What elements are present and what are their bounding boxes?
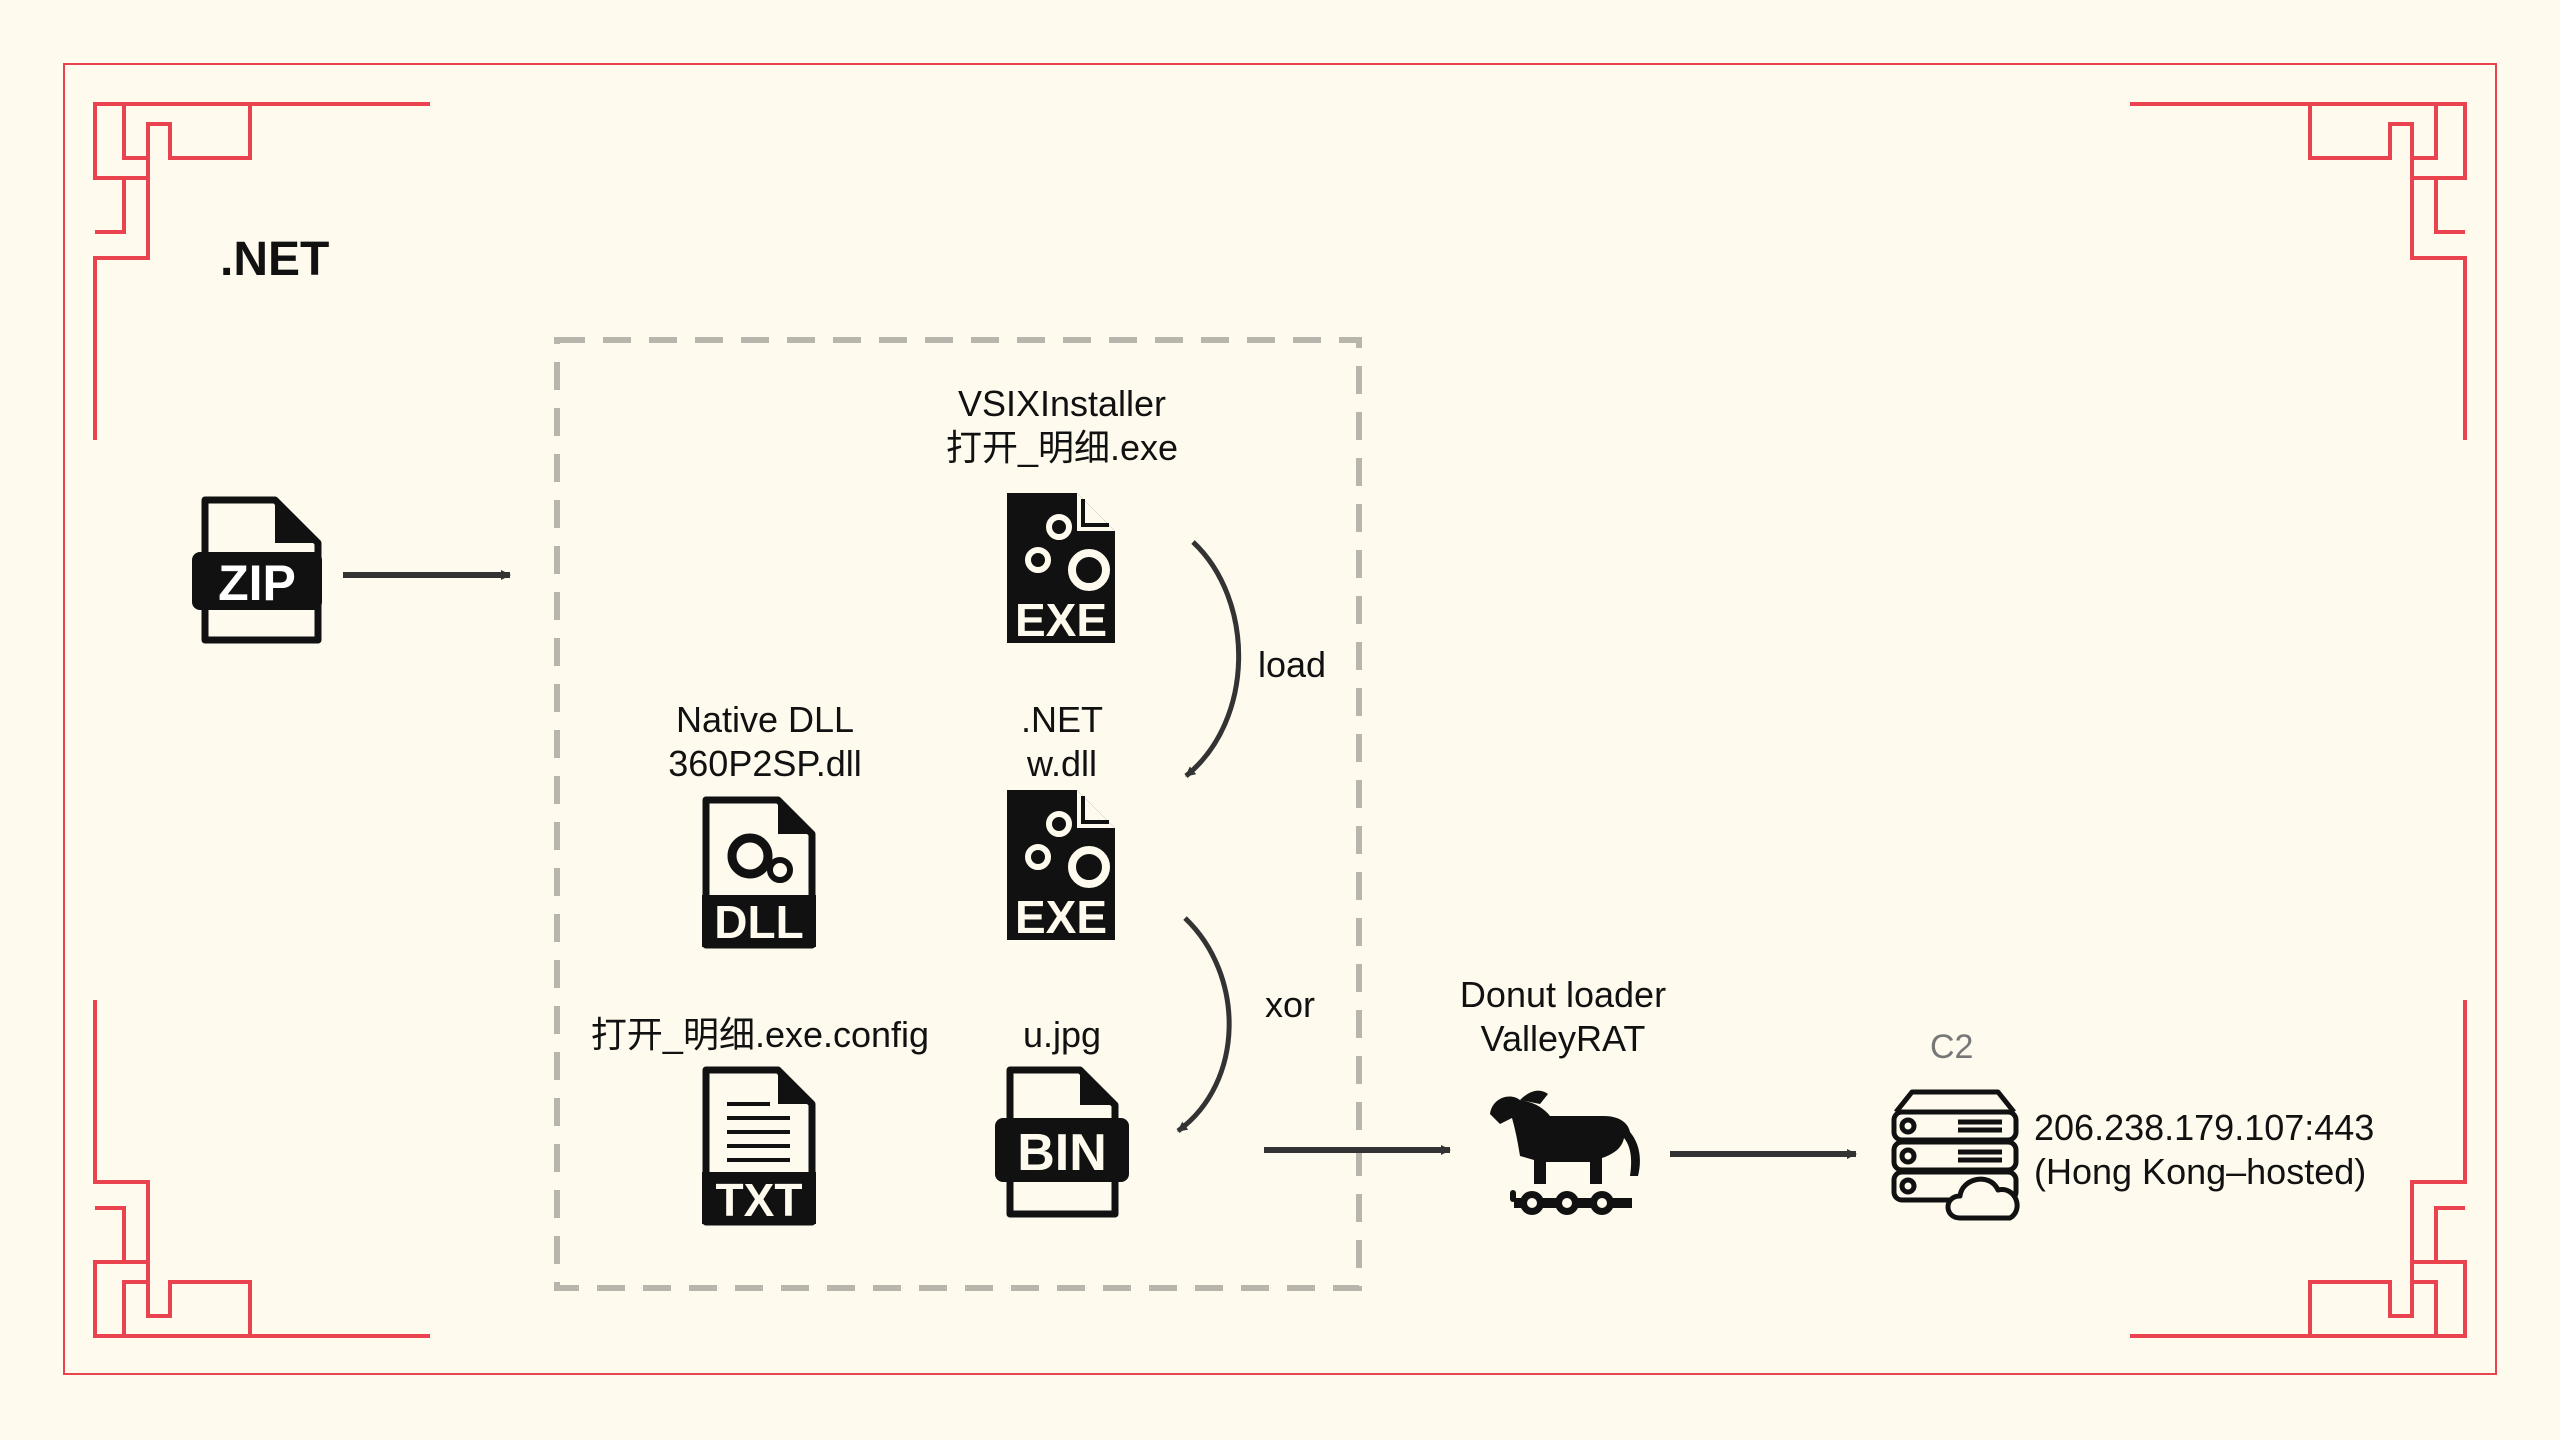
config-label: 打开_明细.exe.config [580, 1013, 940, 1057]
corner-ornament-bottom-right [2130, 1000, 2467, 1338]
zip-badge-text: ZIP [218, 555, 296, 611]
ujpg-label: u.jpg [962, 1013, 1162, 1057]
vsix-badge-text: EXE [1015, 594, 1107, 646]
arrow-xor [1176, 916, 1232, 1134]
edge-label-xor: xor [1265, 984, 1316, 1025]
native-dll-label-line2: 360P2SP.dll [668, 743, 862, 784]
c2-tag: C2 [1930, 1028, 1974, 1066]
vsix-label-line2: 打开_明细.exe [945, 427, 1179, 468]
c2-address-label: 206.238.179.107:443 (Hong Kong–hosted) [2034, 1106, 2374, 1194]
donut-label: Donut loader ValleyRAT [1413, 973, 1713, 1061]
wdll-exe-icon: EXE [1007, 790, 1115, 943]
c2-address-line2: (Hong Kong–hosted) [2034, 1151, 2367, 1192]
outer-frame [63, 63, 2497, 1375]
donut-label-line2: ValleyRAT [1480, 1018, 1646, 1059]
corner-ornament-bottom-left [93, 1000, 430, 1338]
dll-file-icon: DLL [702, 796, 816, 949]
wdll-label: .NET w.dll [962, 698, 1162, 786]
dll-badge-text: DLL [714, 896, 803, 948]
zip-file-icon: ZIP [192, 496, 322, 644]
donut-label-line1: Donut loader [1459, 974, 1667, 1015]
wdll-label-line1: .NET [1020, 699, 1103, 740]
corner-ornament-top-left [93, 102, 430, 440]
edge-label-load: load [1258, 644, 1327, 685]
cloud-server-icon [1891, 1089, 2020, 1221]
vsix-label-line1: VSIXInstaller [957, 383, 1167, 424]
wdll-label-line2: w.dll [1026, 743, 1098, 784]
vsix-label: VSIXInstaller 打开_明细.exe [912, 382, 1212, 470]
trojan-horse-icon [1490, 1090, 1640, 1215]
wdll-badge-text: EXE [1015, 891, 1107, 943]
txt-file-icon: TXT [702, 1066, 816, 1226]
corner-ornament-top-right [2130, 102, 2467, 440]
vsix-exe-icon: EXE [1007, 493, 1115, 646]
diagram-title: .NET [220, 233, 330, 286]
c2-address-line1: 206.238.179.107:443 [2034, 1107, 2375, 1148]
native-dll-label: Native DLL 360P2SP.dll [615, 698, 915, 786]
txt-badge-text: TXT [716, 1174, 803, 1226]
arrow-load [1184, 540, 1242, 778]
config-label-line1: 打开_明细.exe.config [590, 1014, 930, 1055]
ujpg-label-line1: u.jpg [1022, 1014, 1102, 1055]
bin-badge-text: BIN [1017, 1124, 1107, 1182]
bin-file-icon: BIN [995, 1066, 1129, 1218]
native-dll-label-line1: Native DLL [675, 699, 855, 740]
payload-group-box [554, 337, 1362, 1291]
